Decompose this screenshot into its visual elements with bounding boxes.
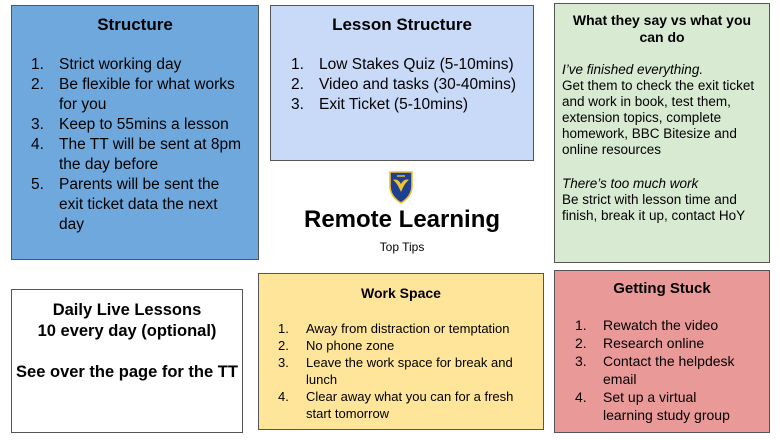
list-item: 1. Strict working day	[31, 55, 246, 75]
work-space-list: 1. Away from distraction or temptation 2.…	[278, 320, 536, 422]
page-title: Remote Learning	[303, 206, 501, 233]
structure-list: 1. Strict working day 2. Be flexible for w…	[31, 55, 246, 235]
list-item: 2. Video and tasks (30-40mins)	[291, 75, 521, 95]
daily-live-lessons-panel: Daily Live Lessons 10 every day (optiona…	[11, 289, 243, 433]
list-item-text: Low Stakes Quiz (5-10mins)	[319, 56, 514, 73]
list-number: 1.	[291, 56, 304, 73]
scenario-2: There’s too much work Be strict with les…	[562, 176, 767, 224]
list-number: 3.	[278, 355, 289, 370]
list-number: 3.	[291, 96, 304, 113]
list-item: 3. Keep to 55mins a lesson	[31, 115, 246, 135]
list-number: 2.	[575, 335, 587, 351]
list-item: 4. Set up a virtual learning study group	[575, 388, 750, 424]
list-item: 2. Research online	[575, 334, 750, 352]
list-item-text: Parents will be sent the exit ticket dat…	[59, 176, 220, 233]
list-item-text: Set up a virtual learning study group	[603, 389, 730, 423]
list-number: 4.	[575, 389, 587, 405]
what-they-say-panel: What they say vs what you can do I’ve fi…	[554, 3, 770, 263]
lesson-structure-list: 1. Low Stakes Quiz (5-10mins) 2. Video and…	[291, 55, 521, 115]
scenario-1: I’ve finished everything. Get them to ch…	[562, 62, 767, 158]
list-item-text: Leave the work space for break and lunch	[306, 355, 513, 387]
structure-panel: Structure 1. Strict working day 2. Be flex…	[11, 5, 259, 260]
structure-title: Structure	[97, 15, 173, 34]
list-item-text: Keep to 55mins a lesson	[59, 116, 229, 133]
list-number: 5.	[31, 176, 44, 193]
page-subtitle: Top Tips	[379, 240, 425, 254]
list-item-text: Be flexible for what works for you	[59, 76, 235, 113]
list-item-text: Contact the helpdesk email	[603, 353, 735, 387]
work-space-panel: Work Space 1. Away from distraction or te…	[258, 273, 544, 430]
list-item-text: Away from distraction or temptation	[306, 321, 510, 336]
list-item: 3. Contact the helpdesk email	[575, 352, 750, 388]
list-item: 1. Rewatch the video	[575, 316, 750, 334]
list-item: 4. Clear away what you can for a fresh st…	[278, 388, 536, 422]
list-item-text: Strict working day	[59, 56, 182, 73]
list-item-text: Clear away what you can for a fresh star…	[306, 389, 514, 421]
work-space-title: Work Space	[361, 285, 441, 301]
list-number: 3.	[575, 353, 587, 369]
list-item: 3. Leave the work space for break and lun…	[278, 354, 536, 388]
daily-note: See over the page for the TT	[16, 363, 238, 381]
list-item: 1. Away from distraction or temptation	[278, 320, 536, 337]
getting-stuck-list: 1. Rewatch the video 2. Research online 3.…	[575, 316, 750, 424]
getting-stuck-panel: Getting Stuck 1. Rewatch the video 2. Rese…	[554, 270, 770, 433]
advice-text: Be strict with lesson time and finish, b…	[562, 192, 746, 223]
list-item: 2. No phone zone	[278, 337, 536, 354]
list-item-text: Research online	[603, 335, 705, 351]
list-item-text: Video and tasks (30-40mins)	[319, 76, 517, 93]
advice-text: Get them to check the exit ticket and wo…	[562, 78, 755, 157]
list-number: 2.	[291, 76, 304, 93]
lesson-structure-title: Lesson Structure	[332, 15, 472, 34]
list-item-text: Rewatch the video	[603, 317, 719, 333]
list-item: 3. Exit Ticket (5-10mins)	[291, 95, 521, 115]
list-number: 3.	[31, 116, 44, 133]
list-item: 1. Low Stakes Quiz (5-10mins)	[291, 55, 521, 75]
list-number: 4.	[278, 389, 289, 404]
list-number: 1.	[575, 317, 587, 333]
list-number: 2.	[278, 338, 289, 353]
list-number: 1.	[31, 56, 44, 73]
list-number: 4.	[31, 136, 44, 153]
list-number: 2.	[31, 76, 44, 93]
list-item: 5. Parents will be sent the exit ticket d…	[31, 175, 246, 235]
list-item-text: Exit Ticket (5-10mins)	[319, 96, 469, 113]
school-crest-icon	[389, 171, 413, 204]
daily-count: 10 every day (optional)	[37, 322, 217, 340]
list-item: 4. The TT will be sent at 8pm the day bef…	[31, 135, 246, 175]
student-quote: I’ve finished everything.	[562, 62, 704, 77]
what-they-say-title: What they say vs what you can do	[572, 12, 752, 45]
list-item-text: No phone zone	[306, 338, 395, 353]
daily-heading: Daily Live Lessons	[52, 301, 202, 319]
student-quote: There’s too much work	[562, 176, 699, 191]
list-number: 1.	[278, 321, 289, 336]
lesson-structure-panel: Lesson Structure 1. Low Stakes Quiz (5-10…	[270, 5, 534, 161]
getting-stuck-title: Getting Stuck	[613, 280, 711, 297]
list-item-text: The TT will be sent at 8pm the day befor…	[59, 136, 242, 173]
list-item: 2. Be flexible for what works for you	[31, 75, 246, 115]
